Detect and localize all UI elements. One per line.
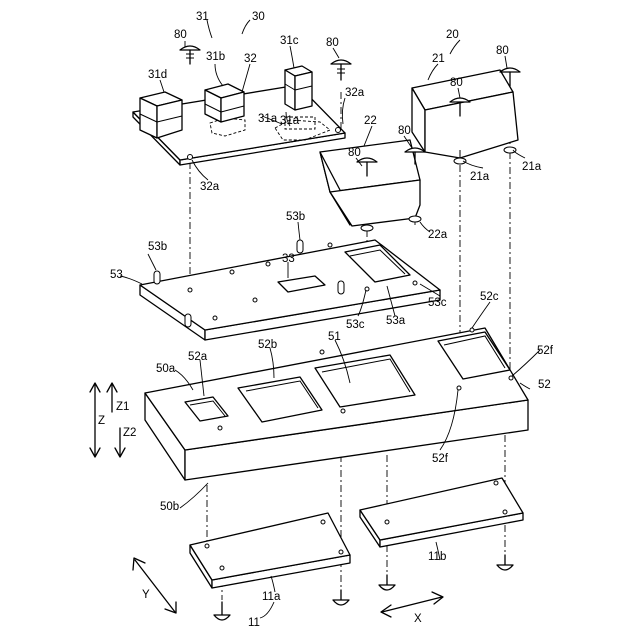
label-53b-top: 53b bbox=[286, 211, 305, 223]
label-32: 32 bbox=[244, 53, 257, 65]
label-53b-left: 53b bbox=[148, 241, 167, 253]
block-22 bbox=[320, 140, 421, 231]
label-31b: 31b bbox=[206, 51, 225, 63]
label-21a-right: 21a bbox=[522, 161, 542, 173]
label-32a-right: 32a bbox=[345, 87, 365, 99]
label-52: 52 bbox=[538, 379, 551, 391]
label-53c-right: 53c bbox=[428, 297, 447, 309]
label-22: 22 bbox=[364, 115, 377, 127]
axis-y-arrow bbox=[133, 558, 176, 613]
label-80-c: 80 bbox=[496, 45, 509, 57]
screw-11a-left bbox=[214, 602, 230, 620]
label-80-f: 80 bbox=[348, 147, 361, 159]
label-31d: 31d bbox=[148, 69, 167, 81]
label-53c-left: 53c bbox=[346, 319, 365, 331]
label-80-d: 80 bbox=[450, 77, 463, 89]
label-21: 21 bbox=[432, 53, 445, 65]
label-20: 20 bbox=[446, 29, 459, 41]
label-axis-x: X bbox=[414, 613, 422, 625]
label-80-e: 80 bbox=[398, 125, 411, 137]
label-52a: 52a bbox=[188, 351, 208, 363]
block-21 bbox=[412, 70, 518, 164]
label-53: 53 bbox=[110, 269, 123, 281]
screw-11b-left bbox=[379, 575, 395, 590]
label-axis-y: Y bbox=[142, 589, 150, 601]
axis-x-arrow bbox=[381, 592, 443, 617]
label-80-b: 80 bbox=[326, 37, 339, 49]
plate-11a bbox=[190, 513, 350, 588]
label-51: 51 bbox=[328, 331, 341, 343]
label-50a: 50a bbox=[156, 363, 176, 375]
screw-80-board bbox=[180, 46, 200, 64]
label-32a-board: 32a bbox=[200, 181, 220, 193]
label-80-a: 80 bbox=[174, 29, 187, 41]
label-axis-z1: Z1 bbox=[116, 401, 129, 413]
label-31: 31 bbox=[196, 11, 209, 23]
label-31a-2: 31a bbox=[258, 113, 278, 125]
label-axis-z: Z bbox=[98, 415, 105, 427]
label-31a-1: 31a bbox=[280, 115, 300, 127]
screw-80-board-right bbox=[331, 60, 351, 80]
label-52f-bottom: 52f bbox=[432, 453, 449, 465]
label-11: 11 bbox=[248, 617, 260, 629]
plate-11b bbox=[360, 478, 523, 547]
label-11b: 11b bbox=[428, 551, 446, 563]
label-50b: 50b bbox=[160, 501, 179, 513]
label-52b: 52b bbox=[258, 339, 277, 351]
label-52f-right: 52f bbox=[537, 345, 554, 357]
label-31c: 31c bbox=[280, 35, 299, 47]
label-21a-left: 21a bbox=[470, 171, 490, 183]
label-11a: 11a bbox=[262, 591, 281, 603]
screw-11a-right bbox=[333, 590, 349, 605]
label-53a: 53a bbox=[386, 315, 406, 327]
screw-11b-right bbox=[497, 555, 513, 570]
label-22a: 22a bbox=[428, 229, 448, 241]
label-33: 33 bbox=[282, 253, 295, 265]
label-30: 30 bbox=[252, 11, 265, 23]
label-52c: 52c bbox=[480, 291, 499, 303]
label-axis-z2: Z2 bbox=[123, 427, 136, 439]
